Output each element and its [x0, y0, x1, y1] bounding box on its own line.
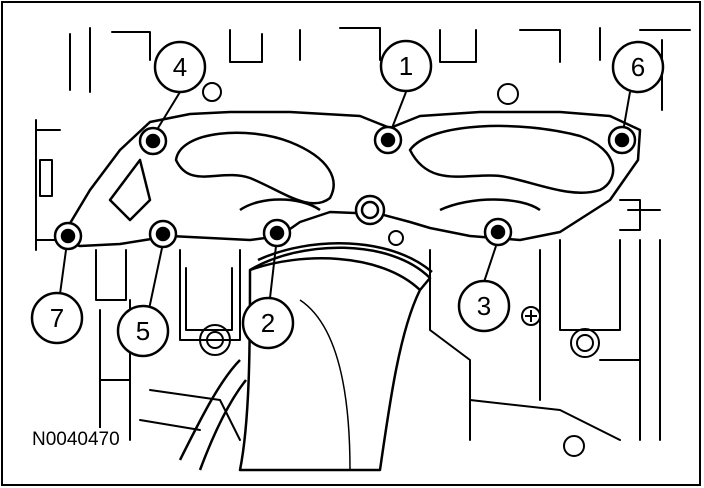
figure-id: N0040470 [28, 428, 124, 452]
callout-7: 7 [30, 291, 84, 345]
callout-2-label: 2 [261, 308, 275, 338]
nut-2 [262, 218, 292, 248]
downpipe [178, 242, 433, 472]
callout-7-label: 7 [50, 303, 64, 333]
callout-4-label: 4 [173, 52, 187, 82]
nut-3 [483, 217, 513, 247]
nut-5 [148, 219, 178, 249]
callout-5-label: 5 [136, 316, 150, 346]
nut-7 [53, 221, 83, 251]
exhaust-manifold [58, 110, 642, 248]
callout-1: 1 [379, 39, 433, 93]
nut-1 [373, 125, 403, 155]
callout-4: 4 [153, 40, 207, 94]
callouts: 1 2 3 4 5 6 7 [30, 39, 665, 358]
leader-lines [59, 91, 631, 315]
block-bolts [199, 82, 600, 457]
callout-5: 5 [116, 304, 170, 358]
manifold-nuts [53, 125, 637, 251]
callout-6-label: 6 [631, 52, 645, 82]
callout-1-label: 1 [399, 51, 413, 81]
callout-3: 3 [457, 279, 511, 333]
nut-6 [607, 125, 637, 155]
nut-4 [138, 126, 168, 156]
callout-6: 6 [611, 40, 665, 94]
callout-2: 2 [241, 296, 295, 350]
callout-3-label: 3 [477, 291, 491, 321]
